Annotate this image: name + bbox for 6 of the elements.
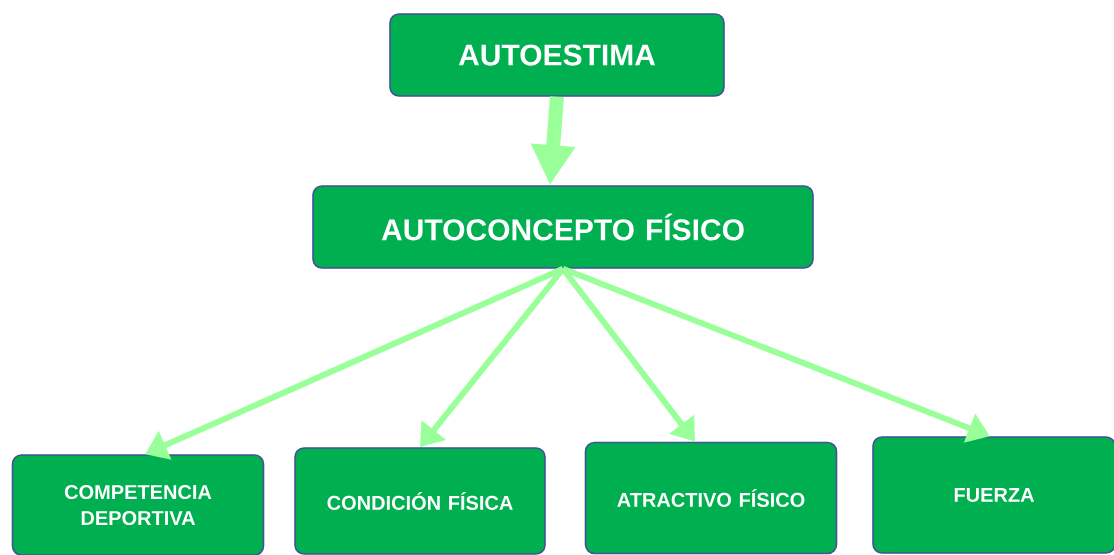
concept-box: AUTOCONCEPTO FÍSICO [312, 185, 814, 269]
concept-box: AUTOESTIMA [389, 13, 725, 97]
concept-box: ATRACTIVO FÍSICO [584, 441, 838, 555]
concept-box: COMPETENCIA DEPORTIVA [11, 454, 265, 555]
concept-box: CONDICIÓN FÍSICA [294, 447, 546, 555]
concept-box: FUERZA [872, 436, 1114, 554]
